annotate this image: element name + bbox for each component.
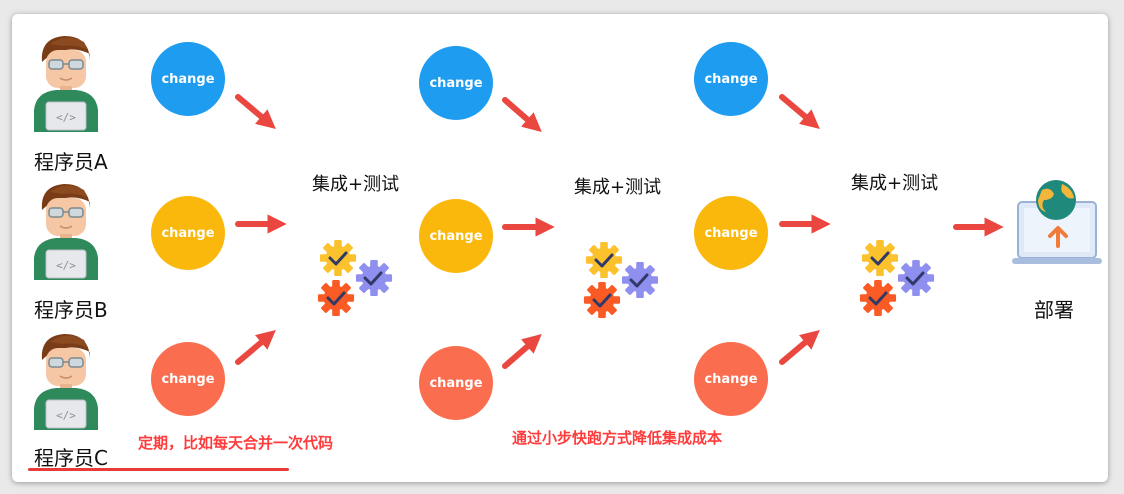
programmer-b-label: 程序员B — [34, 298, 108, 322]
arrow-blue-3-to-stage-3 — [779, 94, 820, 129]
laptop-globe-upload-icon — [1012, 180, 1102, 264]
programmer-a-label: 程序员A — [34, 150, 108, 174]
stage-1-title: 集成+测试 — [312, 174, 400, 195]
schedule-note-underline — [28, 468, 289, 471]
stage-3-title: 集成+测试 — [851, 173, 939, 194]
change-orange-1: change — [151, 342, 225, 416]
arrow-blue-2-to-stage-2 — [502, 97, 542, 133]
programmer-c-label: 程序员C — [34, 446, 108, 470]
change-orange-2: change — [419, 346, 493, 420]
deploy-label: 部署 — [1034, 298, 1074, 322]
arrow-blue-1-to-stage-1 — [235, 94, 276, 129]
schedule-note: 定期，比如每天合并一次代码 — [138, 434, 334, 452]
arrow-orange-3-to-stage-3 — [779, 330, 820, 365]
change-blue-1: change — [151, 42, 225, 116]
change-blue-3: change — [694, 42, 768, 116]
arrow-orange-2-to-stage-2 — [502, 333, 542, 369]
change-blue-2: change — [419, 46, 493, 120]
arrow-orange-1-to-stage-1 — [235, 330, 276, 365]
change-yellow-1: change — [151, 196, 225, 270]
change-orange-3: change — [694, 342, 768, 416]
change-yellow-2: change — [419, 199, 493, 273]
cost-note: 通过小步快跑方式降低集成成本 — [512, 429, 723, 447]
change-yellow-3: change — [694, 196, 768, 270]
stage-2-title: 集成+测试 — [574, 177, 662, 198]
